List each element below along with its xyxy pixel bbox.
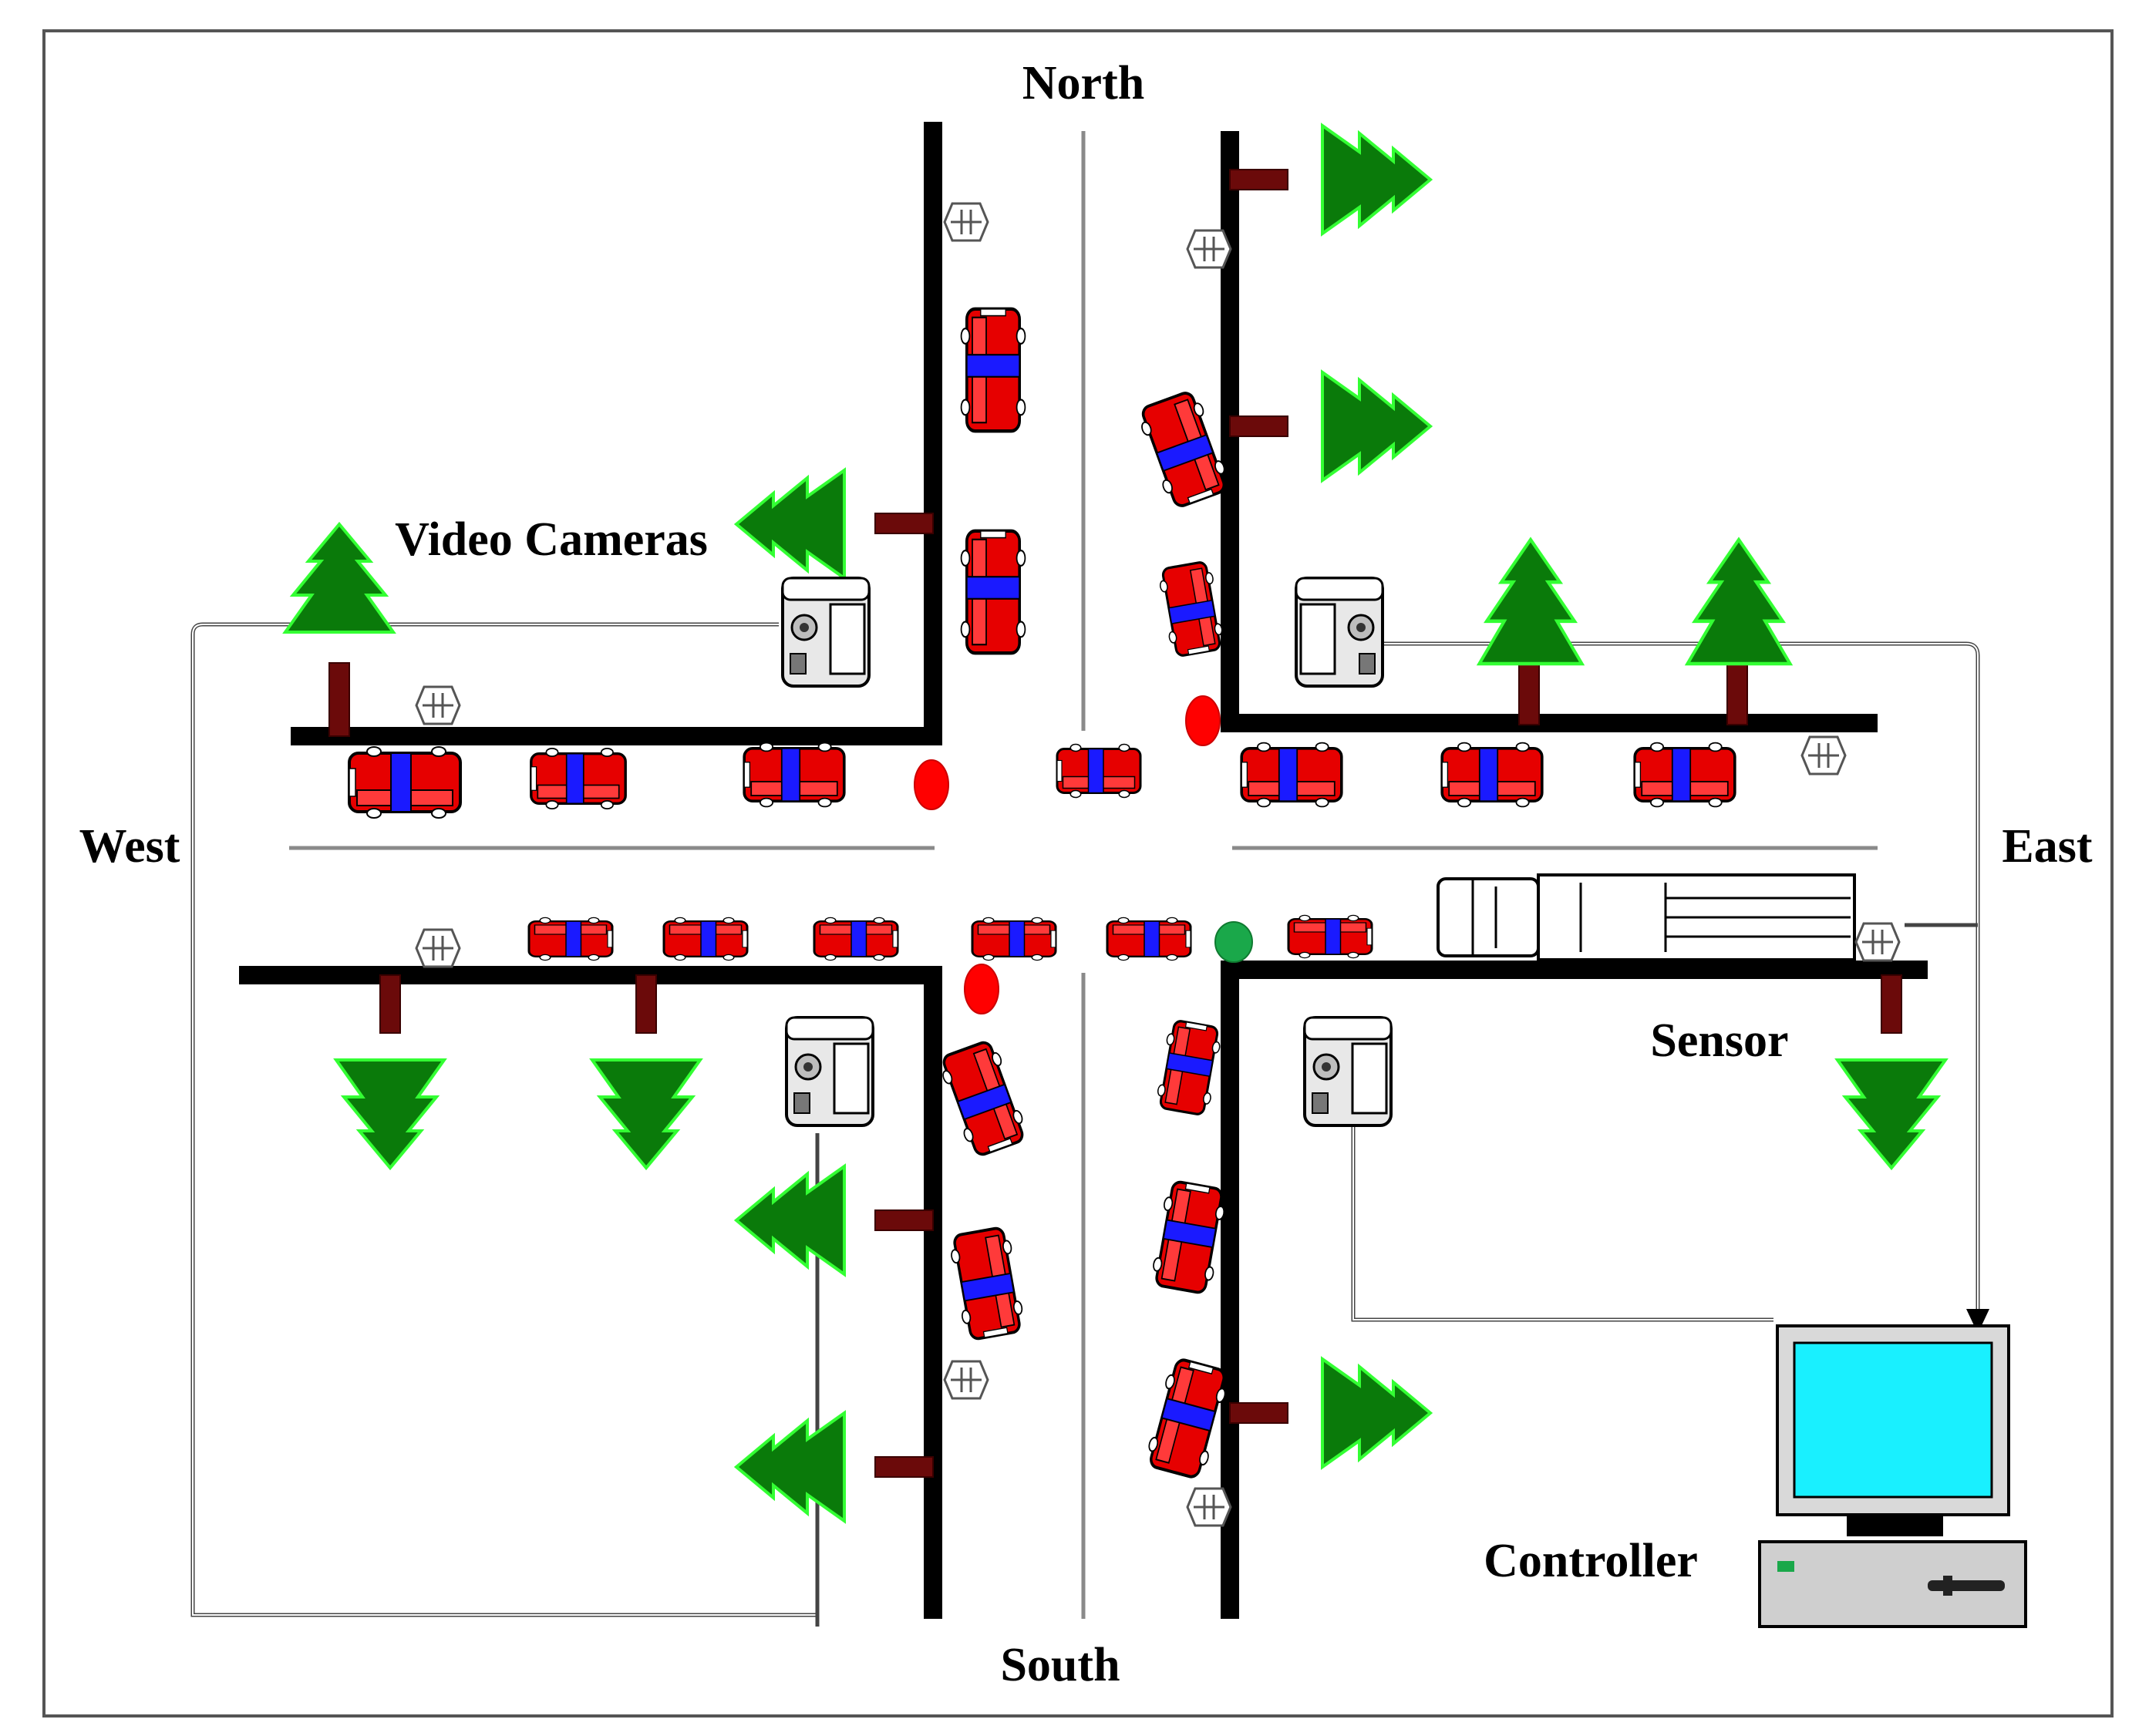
camera-icon — [1295, 577, 1384, 688]
arrow-to-controller — [1966, 1309, 1989, 1334]
traffic-signals — [914, 695, 1253, 1014]
car-icon — [1440, 741, 1544, 809]
car-icon — [1240, 741, 1343, 809]
label-east: East — [2002, 820, 2092, 873]
label-north: North — [1022, 57, 1144, 109]
car-icon — [662, 916, 749, 962]
camera-icon — [785, 1016, 874, 1127]
sensor-icon — [415, 685, 461, 725]
camera-icon — [781, 577, 871, 688]
sensor-icon — [415, 928, 461, 968]
sensor-icon — [1854, 922, 1901, 962]
label-south: South — [1000, 1639, 1120, 1691]
label-controller: Controller — [1484, 1535, 1698, 1587]
car-icon — [1106, 916, 1192, 962]
sensor-icon — [1186, 1487, 1232, 1527]
car-icon — [1633, 741, 1736, 809]
sensor-icon — [1800, 735, 1847, 775]
sensor-icon — [1186, 229, 1232, 269]
car-icon — [527, 916, 614, 962]
car-icon — [348, 745, 462, 819]
car-icon — [743, 741, 846, 809]
car-icon — [530, 747, 627, 810]
car-icon — [962, 309, 1026, 431]
camera-wiring — [190, 622, 1989, 1627]
car-icon — [971, 916, 1057, 962]
tree-mounts — [328, 169, 1902, 1478]
computer-icon — [1758, 1324, 2027, 1628]
camera-icon — [1303, 1016, 1393, 1127]
car-icon — [1287, 913, 1373, 960]
traffic-light-icon — [964, 964, 999, 1014]
label-video-cameras: Video Cameras — [395, 513, 708, 566]
truck-icon — [1437, 873, 1856, 961]
sensor-icon — [943, 1360, 989, 1400]
traffic-light-icon — [914, 759, 949, 810]
label-sensor: Sensor — [1650, 1014, 1788, 1067]
car-icon — [1056, 743, 1142, 799]
traffic-light-icon — [1214, 921, 1253, 963]
traffic-light-icon — [1185, 695, 1221, 746]
car-icon — [962, 531, 1026, 653]
car-icon — [813, 916, 899, 962]
lane-dividers — [289, 131, 1878, 1619]
label-west: West — [79, 820, 180, 873]
sensor-icon — [943, 202, 989, 242]
